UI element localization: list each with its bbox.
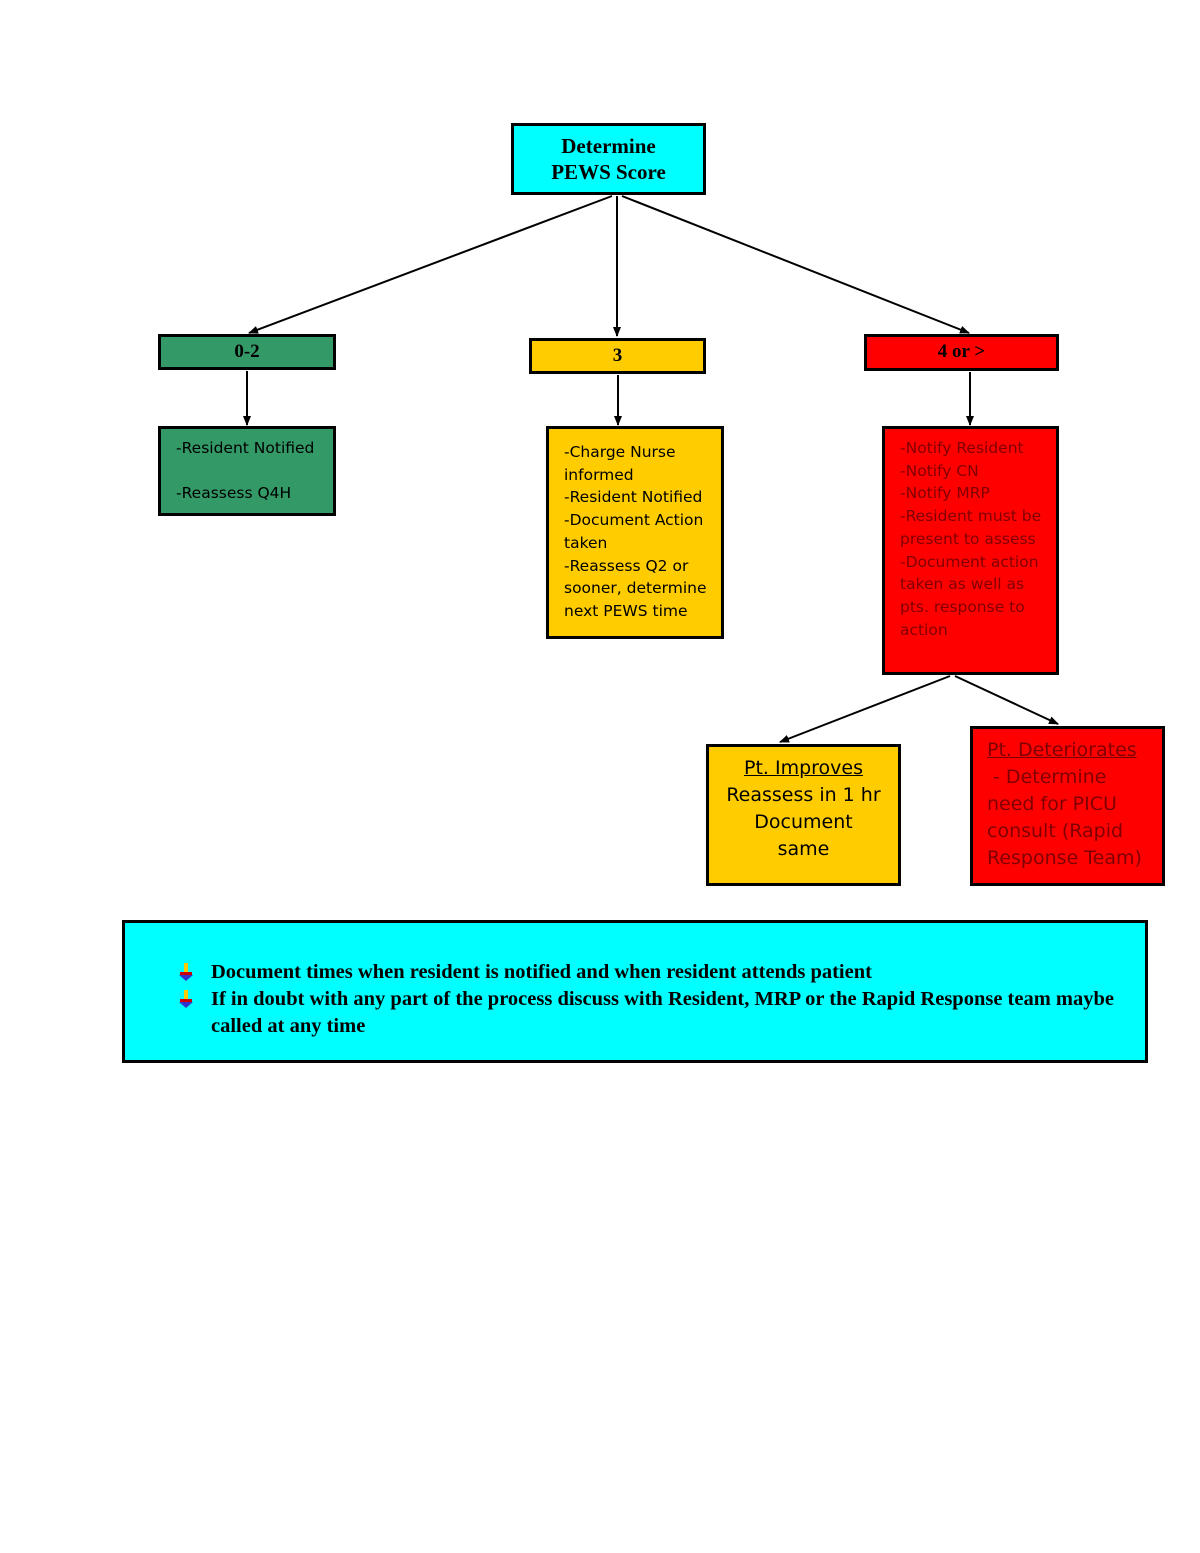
- score-low-box: 0-2: [158, 334, 336, 370]
- pt-improves-box: Pt. Improves Reassess in 1 hr Document s…: [706, 744, 901, 886]
- note-item: Document times when resident is notified…: [177, 959, 1145, 986]
- action-line: -Document action: [900, 552, 1039, 571]
- action-line: -Notify CN: [900, 461, 979, 480]
- low-actions-box: -Resident Notified -Reassess Q4H: [158, 426, 336, 516]
- arrow-to-improves: [779, 675, 951, 743]
- score-high-box: 4 or >: [864, 334, 1059, 371]
- outcome-line: Response Team): [987, 847, 1142, 869]
- high-actions-box: -Notify Resident -Notify CN -Notify MRP …: [882, 426, 1059, 675]
- outcome-line: Reassess in 1 hr: [726, 784, 881, 806]
- action-line: -Document Action: [564, 511, 704, 530]
- action-line: informed: [564, 465, 634, 484]
- action-line: -Notify MRP: [900, 484, 990, 503]
- action-line: action: [900, 620, 948, 639]
- outcome-line: need for PICU: [987, 793, 1117, 815]
- action-line: taken as well as: [900, 575, 1025, 594]
- outcome-heading: Pt. Improves: [743, 757, 863, 779]
- note-text: Document times when resident is notified…: [211, 961, 872, 983]
- action-line: -Reassess Q2 or: [564, 556, 689, 575]
- action-line: next PEWS time: [564, 601, 688, 620]
- title-line-2: PEWS Score: [551, 160, 666, 184]
- action-line: taken: [564, 533, 608, 552]
- action-line: -Reassess Q4H: [176, 483, 292, 502]
- outcome-line: - Determine: [987, 766, 1107, 788]
- arrow-to-low-score: [248, 195, 613, 334]
- action-line: -Resident must be: [900, 507, 1042, 526]
- action-line: -Resident Notified: [564, 488, 703, 507]
- note-item: If in doubt with any part of the process…: [177, 986, 1145, 1040]
- arrow-to-deteriorates: [954, 675, 1059, 725]
- arrow-down-bullet-icon: [179, 963, 193, 981]
- note-text: If in doubt with any part of the process…: [211, 988, 1115, 1037]
- notes-box: Document times when resident is notified…: [122, 920, 1148, 1063]
- arrow-down-bullet-icon: [179, 990, 193, 1008]
- title-line-1: Determine: [561, 134, 656, 158]
- action-line: -Notify Resident: [900, 439, 1024, 457]
- outcome-line: same: [777, 838, 830, 860]
- determine-pews-score-box: Determine PEWS Score: [511, 123, 706, 195]
- action-line: present to assess: [900, 529, 1036, 548]
- pt-deteriorates-box: Pt. Deteriorates - Determine need for PI…: [970, 726, 1165, 886]
- action-line: sooner, determine: [564, 579, 707, 598]
- score-mid-box: 3: [529, 338, 706, 374]
- mid-actions-box: -Charge Nurse informed -Resident Notifie…: [546, 426, 724, 639]
- outcome-line: consult (Rapid: [987, 820, 1124, 842]
- action-line: -Resident Notified: [176, 439, 315, 457]
- arrow-to-high-score: [621, 195, 970, 334]
- action-line: -Charge Nurse: [564, 443, 676, 461]
- outcome-line: Document: [754, 811, 853, 833]
- action-line: pts. response to: [900, 597, 1025, 616]
- outcome-heading: Pt. Deteriorates: [987, 739, 1137, 761]
